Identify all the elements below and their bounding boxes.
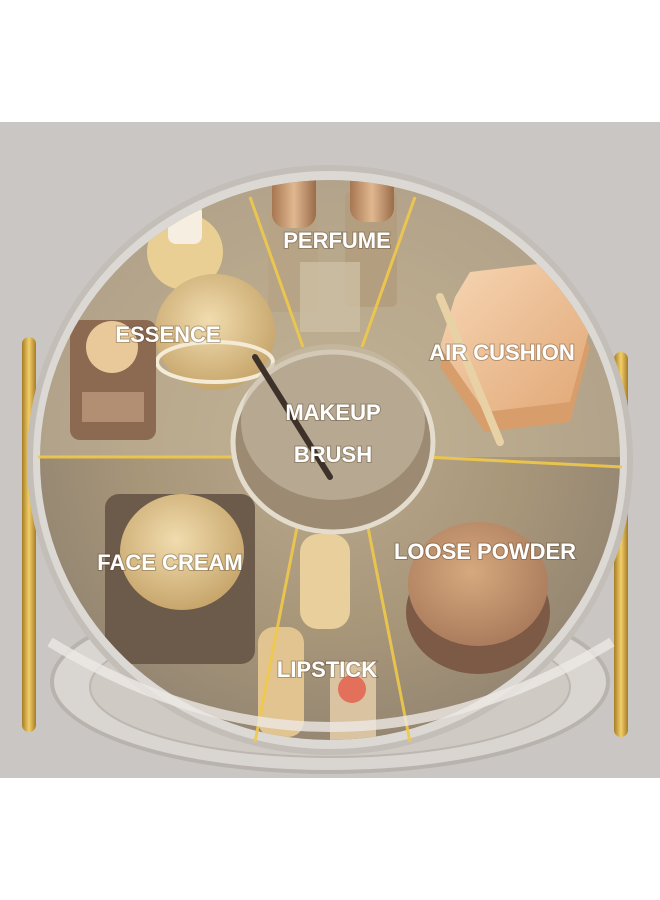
lipstick-tube-2 [258, 627, 304, 737]
label-makeup-brush-line2: BRUSH [294, 442, 372, 467]
label-air-cushion: AIR CUSHION [429, 340, 574, 365]
air-cushion-compact [440, 262, 590, 412]
essence-cream-jar-rim [155, 340, 275, 384]
label-essence: ESSENCE [115, 322, 220, 347]
label-makeup-brush-line1: MAKEUP [285, 400, 380, 425]
essence-dropper-bottle [147, 214, 223, 290]
perfume-cap-left [272, 180, 316, 228]
face-cream-lid [120, 494, 244, 610]
label-face-cream: FACE CREAM [97, 550, 242, 575]
organizer-photo: PERFUME ESSENCE AIR CUSHION MAKEUP BRUSH… [0, 122, 660, 778]
left-gold-handle [22, 337, 36, 732]
tray-front-rim [47, 637, 615, 732]
essence-serum-cap [86, 321, 138, 373]
compartment-dividers [38, 196, 623, 743]
loose-powder-top [408, 522, 548, 646]
bottom-white-margin [0, 778, 660, 900]
lipstick-red-tip [338, 675, 366, 703]
label-loose-powder: LOOSE POWDER [394, 539, 576, 564]
brush-cup-inner [241, 344, 425, 500]
essence-cream-jar [155, 274, 275, 390]
lipstick-tube-1 [300, 534, 350, 629]
air-cushion-brush-handle [436, 293, 504, 446]
essence-serum-label [82, 392, 144, 422]
perfume-center-box [300, 262, 360, 332]
label-perfume: PERFUME [283, 228, 391, 253]
top-white-margin [0, 0, 660, 122]
perfume-cap-right [350, 180, 394, 222]
label-lipstick: LIPSTICK [277, 657, 377, 682]
brush-handle [252, 354, 333, 480]
